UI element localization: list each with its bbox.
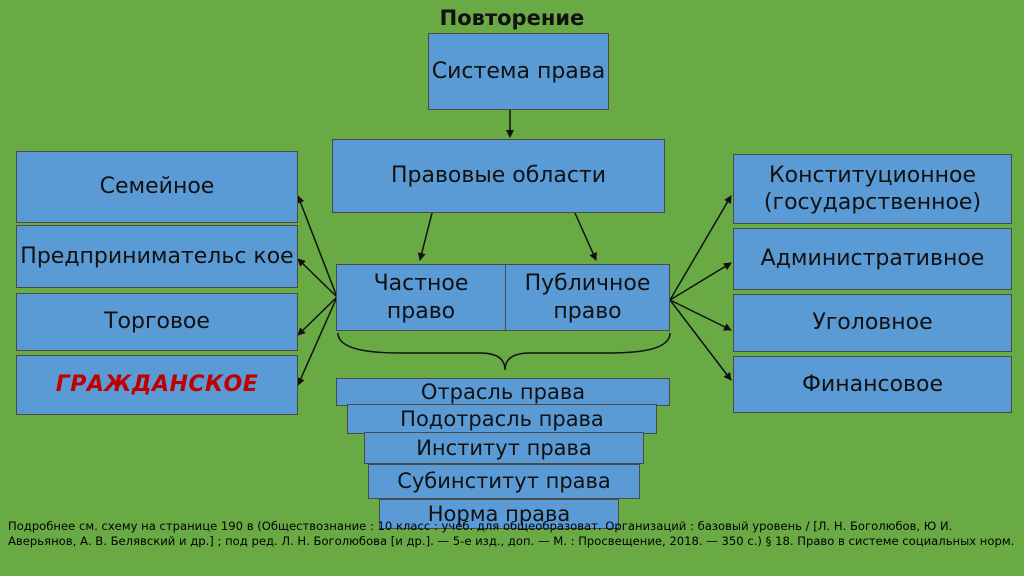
arrow-areas-to-public (574, 212, 597, 261)
arrow-to-financial (669, 299, 732, 381)
criminal-law-box: Уголовное (733, 294, 1012, 352)
arrow-to-criminal (669, 299, 732, 331)
trade-law-box: Торговое (16, 293, 298, 351)
family-law-box: Семейное (16, 151, 298, 223)
legal-areas-box: Правовые области (332, 139, 665, 213)
constitutional-law-box: Конституционное (государственное) (733, 154, 1012, 224)
arrow-to-civil (297, 296, 338, 386)
arrow-to-trade (297, 296, 338, 336)
arrow-areas-to-private (417, 212, 433, 261)
source-footnote: Подробнее см. схему на странице 190 в (О… (8, 519, 1015, 548)
level-sub-branch: Подотрасль права (347, 404, 657, 434)
civil-law-box: ГРАЖДАНСКОЕ (16, 355, 298, 415)
grouping-brace (337, 332, 671, 371)
financial-law-box: Финансовое (733, 356, 1012, 413)
arrow-to-constitutional (669, 195, 732, 301)
public-law-box: Публичное право (505, 264, 670, 331)
arrow-to-entrepreneurial (297, 258, 338, 298)
level-branch: Отрасль права (336, 378, 670, 406)
entrepreneurial-law-box: Предпринимательс кое (16, 225, 298, 288)
level-norm: Норма права (379, 499, 619, 529)
arrow-to-family (296, 195, 338, 298)
private-law-box: Частное право (336, 264, 506, 331)
arrow-to-administrative (669, 262, 732, 301)
system-of-law-box: Система права (428, 33, 609, 110)
level-sub-institution: Субинститут права (368, 464, 640, 499)
level-institution: Институт права (364, 432, 644, 464)
administrative-law-box: Административное (733, 228, 1012, 290)
slide-title: Повторение (439, 6, 585, 30)
